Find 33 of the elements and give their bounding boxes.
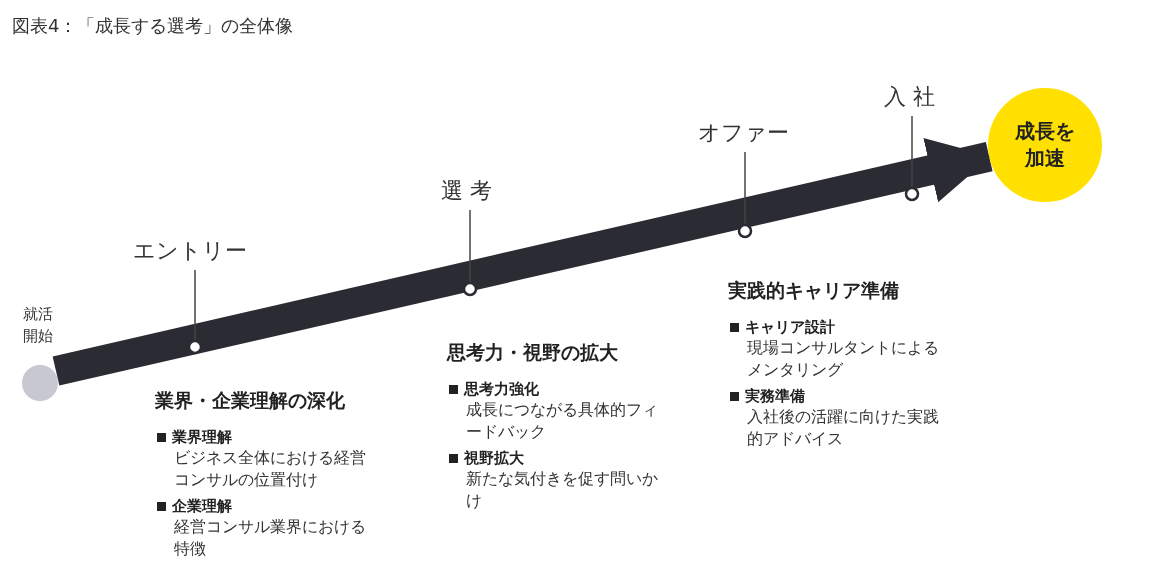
section-heading: 業界・企業理解の深化 xyxy=(155,388,345,413)
leader-line xyxy=(911,115,913,189)
item-text: ビジネス全体における経営コンサルの位置付け xyxy=(174,447,367,491)
item-text: 入社後の活躍に向けた実践的アドバイス xyxy=(747,406,940,450)
start-circle xyxy=(22,365,58,401)
leader-line xyxy=(194,269,196,342)
circle-label: 成長を加速 xyxy=(1014,118,1076,172)
item-heading: 企業理解 xyxy=(172,497,232,516)
leader-line xyxy=(469,209,471,284)
milestone-dot xyxy=(187,339,203,355)
milestone-dot xyxy=(737,223,753,239)
goal-circle xyxy=(988,88,1102,202)
item-heading: 実務準備 xyxy=(745,387,805,406)
milestone-dot xyxy=(904,186,920,202)
item-heading: キャリア設計 xyxy=(745,318,835,337)
section-heading: 思考力・視野の拡大 xyxy=(447,340,618,365)
title: 図表4：「成長する選考」の全体像 xyxy=(12,14,294,38)
node-caption: 就活開始 xyxy=(22,304,54,347)
item-heading: 思考力強化 xyxy=(464,380,539,399)
item-text: 成長につながる具体的フィードバック xyxy=(466,399,659,443)
item-text: 新たな気付きを促す問いかけ xyxy=(466,468,659,512)
item-text: 経営コンサル業界における特徴 xyxy=(174,516,367,560)
item-text: 現場コンサルタントによるメンタリング xyxy=(747,337,940,381)
arrow xyxy=(52,138,993,386)
milestone-label: オファー xyxy=(698,118,789,148)
milestone-label: エントリー xyxy=(133,236,247,266)
leader-line xyxy=(744,151,746,226)
section-heading: 実践的キャリア準備 xyxy=(728,278,899,303)
milestone-dot xyxy=(462,281,478,297)
milestone-label: 選 考 xyxy=(441,176,492,206)
milestone-label: 入 社 xyxy=(884,82,935,112)
item-heading: 視野拡大 xyxy=(464,449,524,468)
item-heading: 業界理解 xyxy=(172,428,232,447)
